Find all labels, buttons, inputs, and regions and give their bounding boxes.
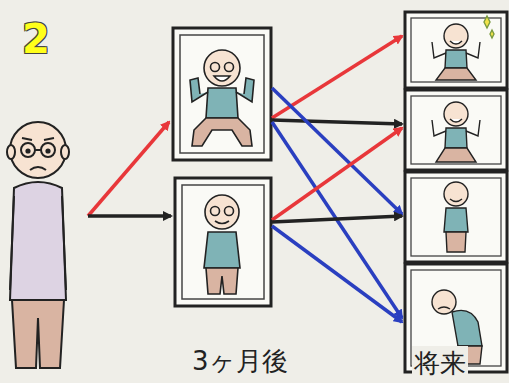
- future-frames: [405, 12, 507, 372]
- column-label: 将来: [412, 346, 468, 381]
- column-label: 3ヶ月後: [190, 344, 290, 379]
- picture-frame: [173, 28, 271, 160]
- calm-man: [204, 195, 240, 294]
- callout-number: 2: [20, 16, 52, 62]
- picture-frame: [175, 178, 271, 306]
- left-man: [7, 122, 69, 368]
- arrows: [88, 36, 402, 322]
- energetic-man: [190, 50, 254, 146]
